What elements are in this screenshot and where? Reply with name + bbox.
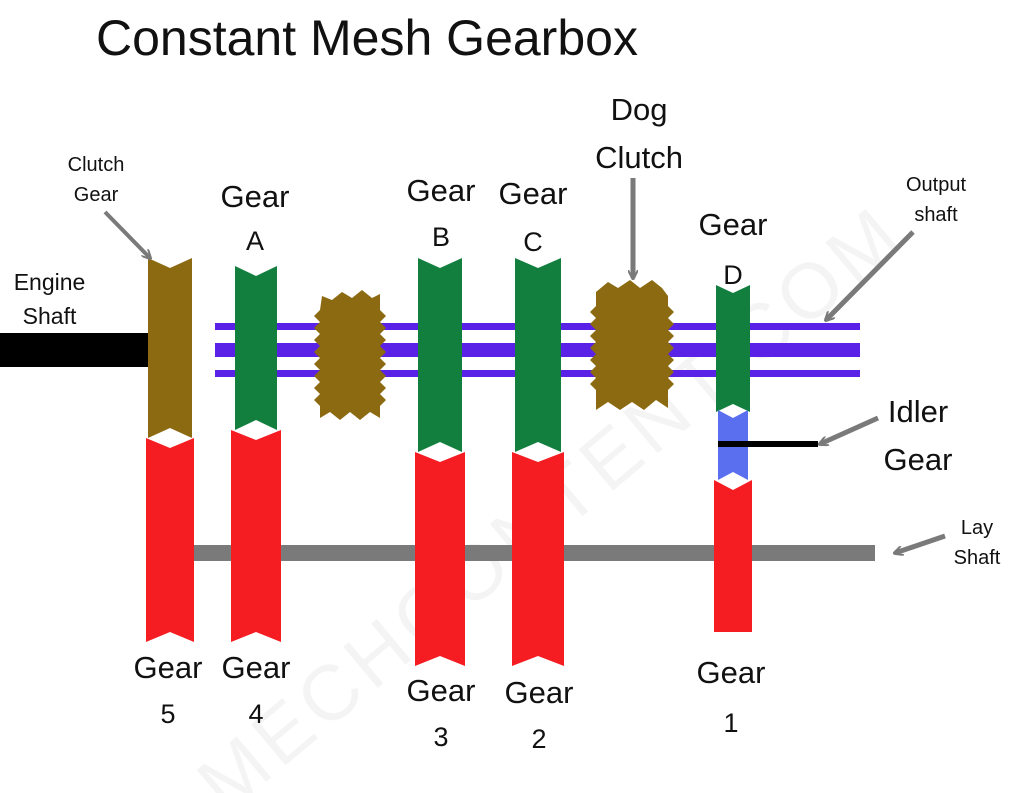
gear-1-label-line1: Gear xyxy=(696,655,766,690)
gear-5-label-line2: 5 xyxy=(160,699,176,729)
engine-shaft-label: Engine Shaft xyxy=(2,265,97,333)
clutch-gear-label-line1: Clutch xyxy=(67,154,125,176)
idler-gear-label-line2: Gear xyxy=(883,442,953,477)
gear-c xyxy=(515,258,561,452)
output-shaft-arrow xyxy=(826,230,915,320)
gear-1-label: Gear 1 xyxy=(683,648,779,748)
clutch-gear xyxy=(148,258,192,438)
idler-gear-arrow xyxy=(820,415,880,444)
output-shaft-label-line1: Output xyxy=(905,174,967,196)
gear-b-label: Gear B xyxy=(395,168,487,260)
gear-3-label: Gear 3 xyxy=(395,668,487,760)
lay-shaft-arrow xyxy=(895,533,946,553)
gear-c-label-line2: C xyxy=(523,227,543,257)
gear-2-label-line1: Gear xyxy=(504,675,574,710)
clutch-gear-label: Clutch Gear xyxy=(55,150,137,210)
dog-clutch-label: Dog Clutch xyxy=(580,86,698,182)
gear-1-label-line2: 1 xyxy=(723,708,739,738)
dog-clutch-label-line1: Dog xyxy=(610,92,668,127)
idler-shaft-bar xyxy=(718,441,818,447)
gear-a-label-line1: Gear xyxy=(220,179,290,214)
gear-5-label: Gear 5 xyxy=(120,645,216,737)
gear-b-label-line2: B xyxy=(431,222,450,252)
gear-c-label: Gear C xyxy=(487,170,579,266)
gear-5 xyxy=(146,438,194,642)
gear-b xyxy=(418,258,462,452)
gear-b-label-line1: Gear xyxy=(406,173,476,208)
gear-2 xyxy=(512,452,564,666)
gear-a xyxy=(235,266,277,430)
gear-4-label: Gear 4 xyxy=(210,645,302,737)
gear-3 xyxy=(415,452,465,666)
lay-shaft-label: Lay Shaft xyxy=(940,513,1014,573)
lay-shaft-label-line2: Shaft xyxy=(953,547,1001,569)
idler-gear-label-line1: Idler xyxy=(887,394,949,429)
gear-d-label-line1: Gear xyxy=(698,207,768,242)
gear-1 xyxy=(714,480,752,632)
gear-a-label: Gear A xyxy=(205,175,305,263)
idler-gear-label: Idler Gear xyxy=(870,388,966,484)
output-shaft-label-line2: shaft xyxy=(914,204,958,226)
gear-d-label: Gear D xyxy=(683,200,783,300)
diagram-title: Constant Mesh Gearbox xyxy=(96,10,638,66)
gear-d xyxy=(716,285,750,412)
gear-3-label-line2: 3 xyxy=(433,722,449,752)
dog-clutch-left xyxy=(314,290,386,420)
output-shaft-label: Output shaft xyxy=(890,170,982,230)
clutch-gear-label-line2: Gear xyxy=(73,184,119,206)
engine-shaft-label-line1: Engine xyxy=(13,269,86,295)
gear-3-label-line1: Gear xyxy=(406,673,476,708)
engine-shaft-label-line2: Shaft xyxy=(22,303,77,329)
gear-d-label-line2: D xyxy=(723,260,743,290)
gear-4 xyxy=(231,430,281,642)
lay-shaft-label-line1: Lay xyxy=(960,517,994,539)
gear-a-label-line2: A xyxy=(245,226,264,256)
gear-2-label-line2: 2 xyxy=(531,724,547,754)
dog-clutch-right xyxy=(590,280,674,410)
gear-4-label-line1: Gear xyxy=(221,650,291,685)
dog-clutch-label-line2: Clutch xyxy=(595,140,683,175)
gear-2-label: Gear 2 xyxy=(493,670,585,762)
gear-c-label-line1: Gear xyxy=(498,176,568,211)
gear-5-label-line1: Gear xyxy=(133,650,203,685)
gear-4-label-line2: 4 xyxy=(248,699,264,729)
clutch-gear-arrow xyxy=(103,210,150,258)
